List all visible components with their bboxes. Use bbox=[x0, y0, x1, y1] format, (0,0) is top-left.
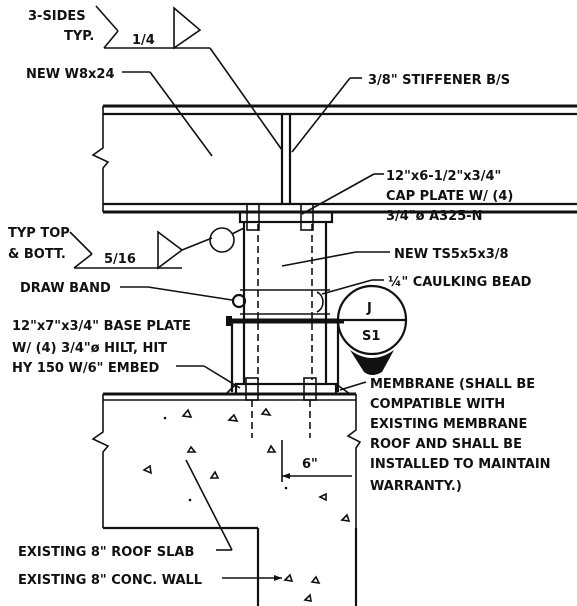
tube-leader bbox=[281, 251, 357, 267]
tube-label: NEW TS5x5x3/8 bbox=[394, 247, 509, 262]
cap-leader bbox=[301, 173, 375, 215]
agg-dot bbox=[284, 486, 288, 490]
beam-break-line bbox=[91, 106, 110, 212]
membrane-line4: ROOF AND SHALL BE bbox=[370, 437, 522, 452]
agg-dot bbox=[163, 416, 167, 420]
section-pointer bbox=[350, 350, 394, 375]
membrane-callout: MEMBRANE (SHALL BE COMPATIBLE WITH EXIST… bbox=[339, 377, 551, 494]
weld-tail-b bbox=[103, 30, 119, 49]
beam-leader bbox=[149, 71, 213, 157]
weld-bot-line2: & BOTT. bbox=[8, 247, 66, 262]
roof-slab bbox=[91, 392, 362, 530]
slab-break-left bbox=[91, 394, 110, 528]
cap-bolts bbox=[246, 203, 314, 231]
weld-all-around-circle bbox=[209, 227, 235, 253]
weld-symbol-top: 3-SIDES TYP. 1/4 bbox=[28, 5, 283, 151]
base-bolt-left bbox=[245, 377, 259, 401]
dim-arrow bbox=[282, 473, 290, 479]
membrane-line2: COMPATIBLE WITH bbox=[370, 397, 505, 412]
agg-dot bbox=[188, 498, 192, 502]
draw-band-leader bbox=[147, 286, 233, 301]
dim-6-label: 6" bbox=[302, 457, 318, 472]
slab-leader bbox=[185, 459, 233, 551]
membrane-line5: INSTALLED TO MAINTAIN bbox=[370, 457, 551, 472]
weld-bot-line1: TYP TOP bbox=[8, 226, 70, 241]
beam bbox=[91, 104, 577, 214]
weld-tail-a bbox=[95, 5, 119, 32]
weld-bot-size: 5/16 bbox=[104, 252, 136, 267]
weld-top-size: 1/4 bbox=[132, 33, 155, 48]
cap-line3: 3/4"ø A325-N bbox=[386, 209, 483, 224]
cap-bolt-right bbox=[300, 203, 314, 231]
conc-wall bbox=[256, 528, 358, 606]
stiffener-leader bbox=[291, 77, 351, 153]
slab-break-right bbox=[346, 394, 362, 528]
concrete-aggregate bbox=[142, 407, 351, 522]
cap-line1: 12"x6-1/2"x3/4" bbox=[386, 169, 501, 184]
weld-symbol-bottom: TYP TOP & BOTT. 5/16 bbox=[8, 226, 245, 270]
cap-plate bbox=[238, 210, 334, 224]
base-line2: W/ (4) 3/4"ø HILT, HIT bbox=[12, 341, 167, 356]
slab-label: EXISTING 8" ROOF SLAB bbox=[18, 545, 194, 560]
caulk-label: ¼" CAULKING BEAD bbox=[388, 275, 532, 290]
base-bolts bbox=[245, 377, 317, 438]
tube-column bbox=[242, 222, 328, 384]
base-leader bbox=[203, 365, 241, 389]
section-cut-end bbox=[226, 316, 232, 326]
weld-bot-leader bbox=[181, 237, 213, 251]
membrane-line6: WARRANTY.) bbox=[370, 479, 462, 494]
base-line1: 12"x7"x3/4" BASE PLATE bbox=[12, 319, 191, 334]
stiffener-label: 3/8" STIFFENER B/S bbox=[368, 73, 510, 88]
base-line3: HY 150 W/6" EMBED bbox=[12, 361, 160, 376]
section-bottom: S1 bbox=[362, 329, 380, 344]
wall-leader-arrow bbox=[274, 575, 282, 581]
weld-bot-leader-2 bbox=[231, 227, 245, 235]
cap-bolt-left bbox=[246, 203, 260, 231]
weld-top-line1: 3-SIDES bbox=[28, 9, 86, 24]
beam-label: NEW W8x24 bbox=[26, 67, 115, 82]
base-plate-callout: 12"x7"x3/4" BASE PLATE W/ (4) 3/4"ø HILT… bbox=[12, 319, 241, 389]
weld-bot-tail-a bbox=[69, 231, 93, 255]
section-top: J bbox=[366, 301, 372, 316]
weld-bot-tail-b bbox=[73, 253, 93, 269]
band-clamp bbox=[231, 293, 247, 309]
wall-aggregate bbox=[283, 573, 321, 602]
draw-band-label: DRAW BAND bbox=[20, 281, 111, 296]
wall-label: EXISTING 8" CONC. WALL bbox=[18, 573, 202, 588]
membrane-leader bbox=[339, 381, 367, 391]
base-bolt-right bbox=[303, 377, 317, 401]
draw-band bbox=[231, 289, 330, 315]
fillet-weld-flag-bottom bbox=[157, 230, 184, 270]
caulk-leader bbox=[321, 279, 373, 295]
membrane-line3: EXISTING MEMBRANE bbox=[370, 417, 527, 432]
membrane-line1: MEMBRANE (SHALL BE bbox=[370, 377, 535, 392]
cap-line2: CAP PLATE W/ (4) bbox=[386, 189, 513, 204]
cap-plate-callout: 12"x6-1/2"x3/4" CAP PLATE W/ (4) 3/4"ø A… bbox=[301, 169, 513, 224]
section-marker: J S1 bbox=[226, 284, 408, 375]
dim-6: 6" bbox=[281, 440, 352, 482]
weld-top-line2: TYP. bbox=[64, 29, 94, 44]
fillet-weld-flag bbox=[173, 6, 202, 50]
caulk-bead bbox=[316, 291, 324, 313]
weld-top-leader bbox=[209, 47, 283, 151]
